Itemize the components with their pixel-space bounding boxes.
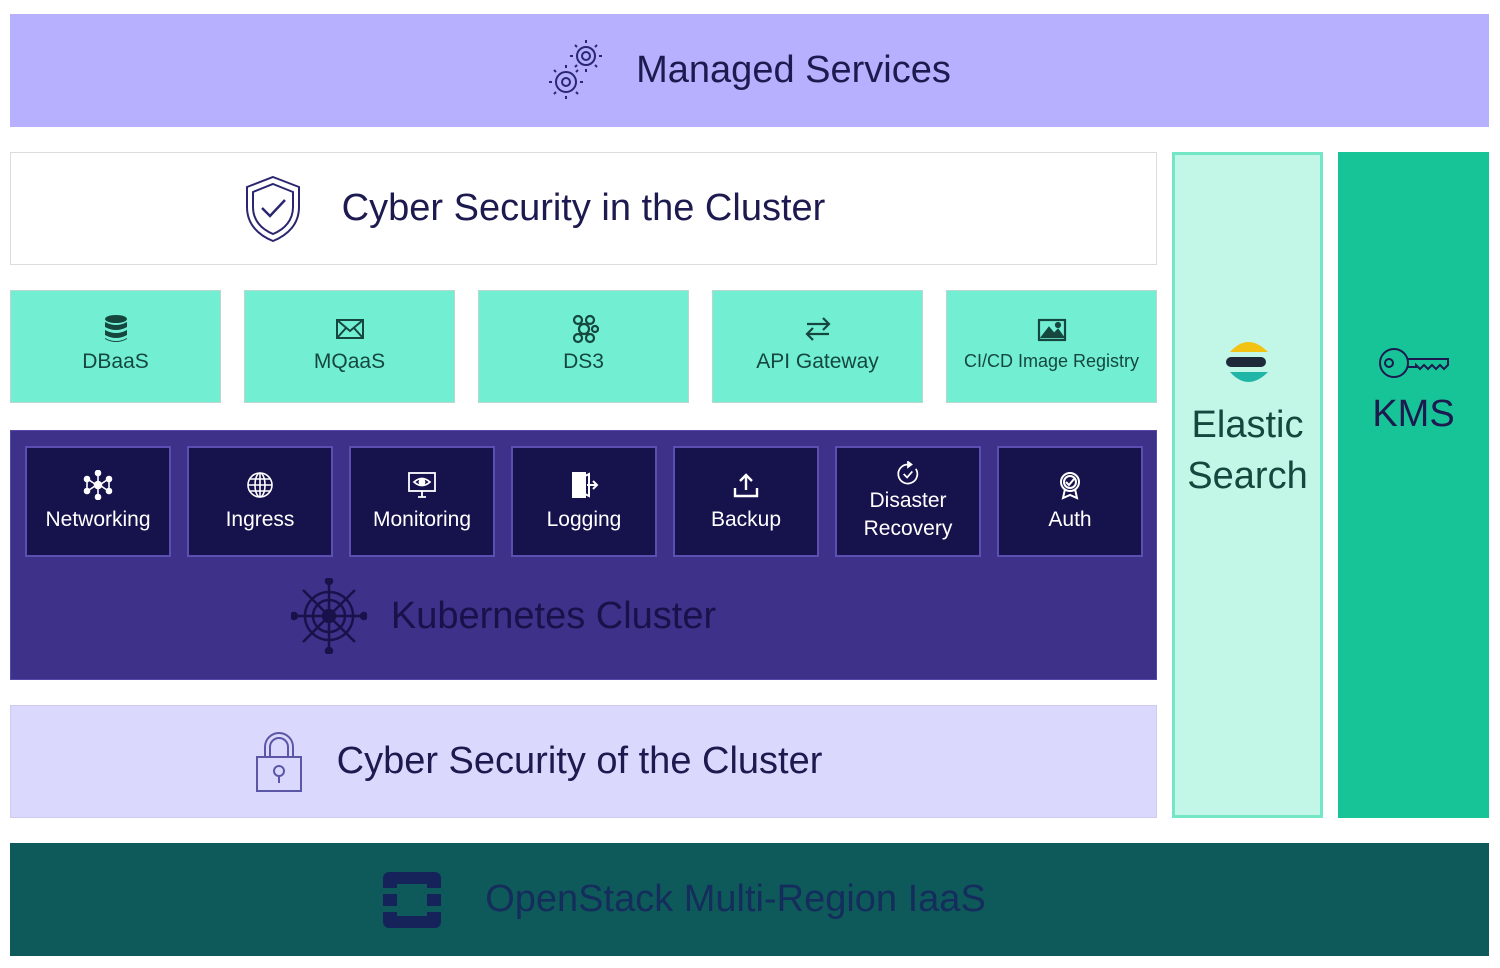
service-label: MQaaS <box>313 349 386 373</box>
openstack-logo-icon <box>383 871 442 928</box>
tile-label: Ingress <box>225 507 295 531</box>
lock-icon <box>255 731 302 792</box>
envelope-icon <box>335 318 364 339</box>
arrows-exchange-icon <box>804 316 831 341</box>
elastic-search-line1: Elastic <box>1191 404 1304 446</box>
tile-label: Networking <box>45 507 151 531</box>
badge-check-icon <box>1060 471 1080 500</box>
monitor-eye-icon <box>408 471 436 498</box>
security-of-cluster-layer: Cyber Security of the Cluster <box>10 705 1157 818</box>
image-icon <box>1037 318 1066 342</box>
key-icon <box>1378 347 1449 378</box>
openstack-iaas-label: OpenStack Multi-Region IaaS <box>485 878 986 920</box>
tile-label-line1: Disaster <box>869 488 947 512</box>
storage-icon <box>572 314 599 343</box>
upload-icon <box>733 472 759 497</box>
recovery-icon <box>897 460 919 484</box>
logout-icon <box>572 471 599 498</box>
service-label: DBaaS <box>82 349 149 373</box>
tile-label: Auth <box>1048 507 1092 531</box>
tile-label: Logging <box>546 507 622 531</box>
service-ds3: DS3 <box>478 290 689 403</box>
managed-services-label: Managed Services <box>636 49 951 91</box>
service-label: CI/CD Image Registry <box>963 351 1140 371</box>
network-icon <box>83 469 113 500</box>
openstack-iaas-layer: OpenStack Multi-Region IaaS <box>10 843 1489 956</box>
ship-wheel-icon <box>290 578 367 654</box>
kubernetes-title: Kubernetes Cluster <box>11 571 1156 661</box>
gears-icon <box>549 39 603 99</box>
kms-column: KMS <box>1338 152 1489 818</box>
kubernetes-title-label: Kubernetes Cluster <box>390 594 717 637</box>
k8s-tile-backup: Backup <box>673 446 819 557</box>
elastic-search-line2: Search <box>1187 455 1308 497</box>
elastic-search-column: Elastic Search <box>1172 152 1323 818</box>
service-dbaas: DBaaS <box>10 290 221 403</box>
k8s-tile-auth: Auth <box>997 446 1143 557</box>
service-label: DS3 <box>563 349 604 373</box>
kms-label: KMS <box>1372 392 1455 435</box>
service-api-gateway: API Gateway <box>712 290 923 403</box>
managed-services-layer: Managed Services <box>10 14 1489 127</box>
kubernetes-cluster-layer: Networking Ingress Monitoring Logging Ba… <box>10 430 1157 680</box>
elastic-logo-icon <box>1225 342 1268 382</box>
globe-icon <box>247 471 273 498</box>
tile-label: Monitoring <box>372 507 472 531</box>
database-icon <box>104 314 127 342</box>
tile-label: Backup <box>710 507 782 531</box>
security-in-cluster-label: Cyber Security in the Cluster <box>341 187 826 229</box>
service-cicd-registry: CI/CD Image Registry <box>946 290 1157 403</box>
k8s-tile-ingress: Ingress <box>187 446 333 557</box>
security-in-cluster-layer: Cyber Security in the Cluster <box>10 152 1157 265</box>
k8s-tile-disaster-recovery: Disaster Recovery <box>835 446 981 557</box>
service-mqaas: MQaaS <box>244 290 455 403</box>
shield-check-icon <box>245 175 300 242</box>
security-of-cluster-label: Cyber Security of the Cluster <box>336 740 823 782</box>
tile-label-line2: Recovery <box>863 516 953 540</box>
k8s-tile-networking: Networking <box>25 446 171 557</box>
k8s-tile-logging: Logging <box>511 446 657 557</box>
k8s-tile-monitoring: Monitoring <box>349 446 495 557</box>
service-label: API Gateway <box>756 349 879 373</box>
